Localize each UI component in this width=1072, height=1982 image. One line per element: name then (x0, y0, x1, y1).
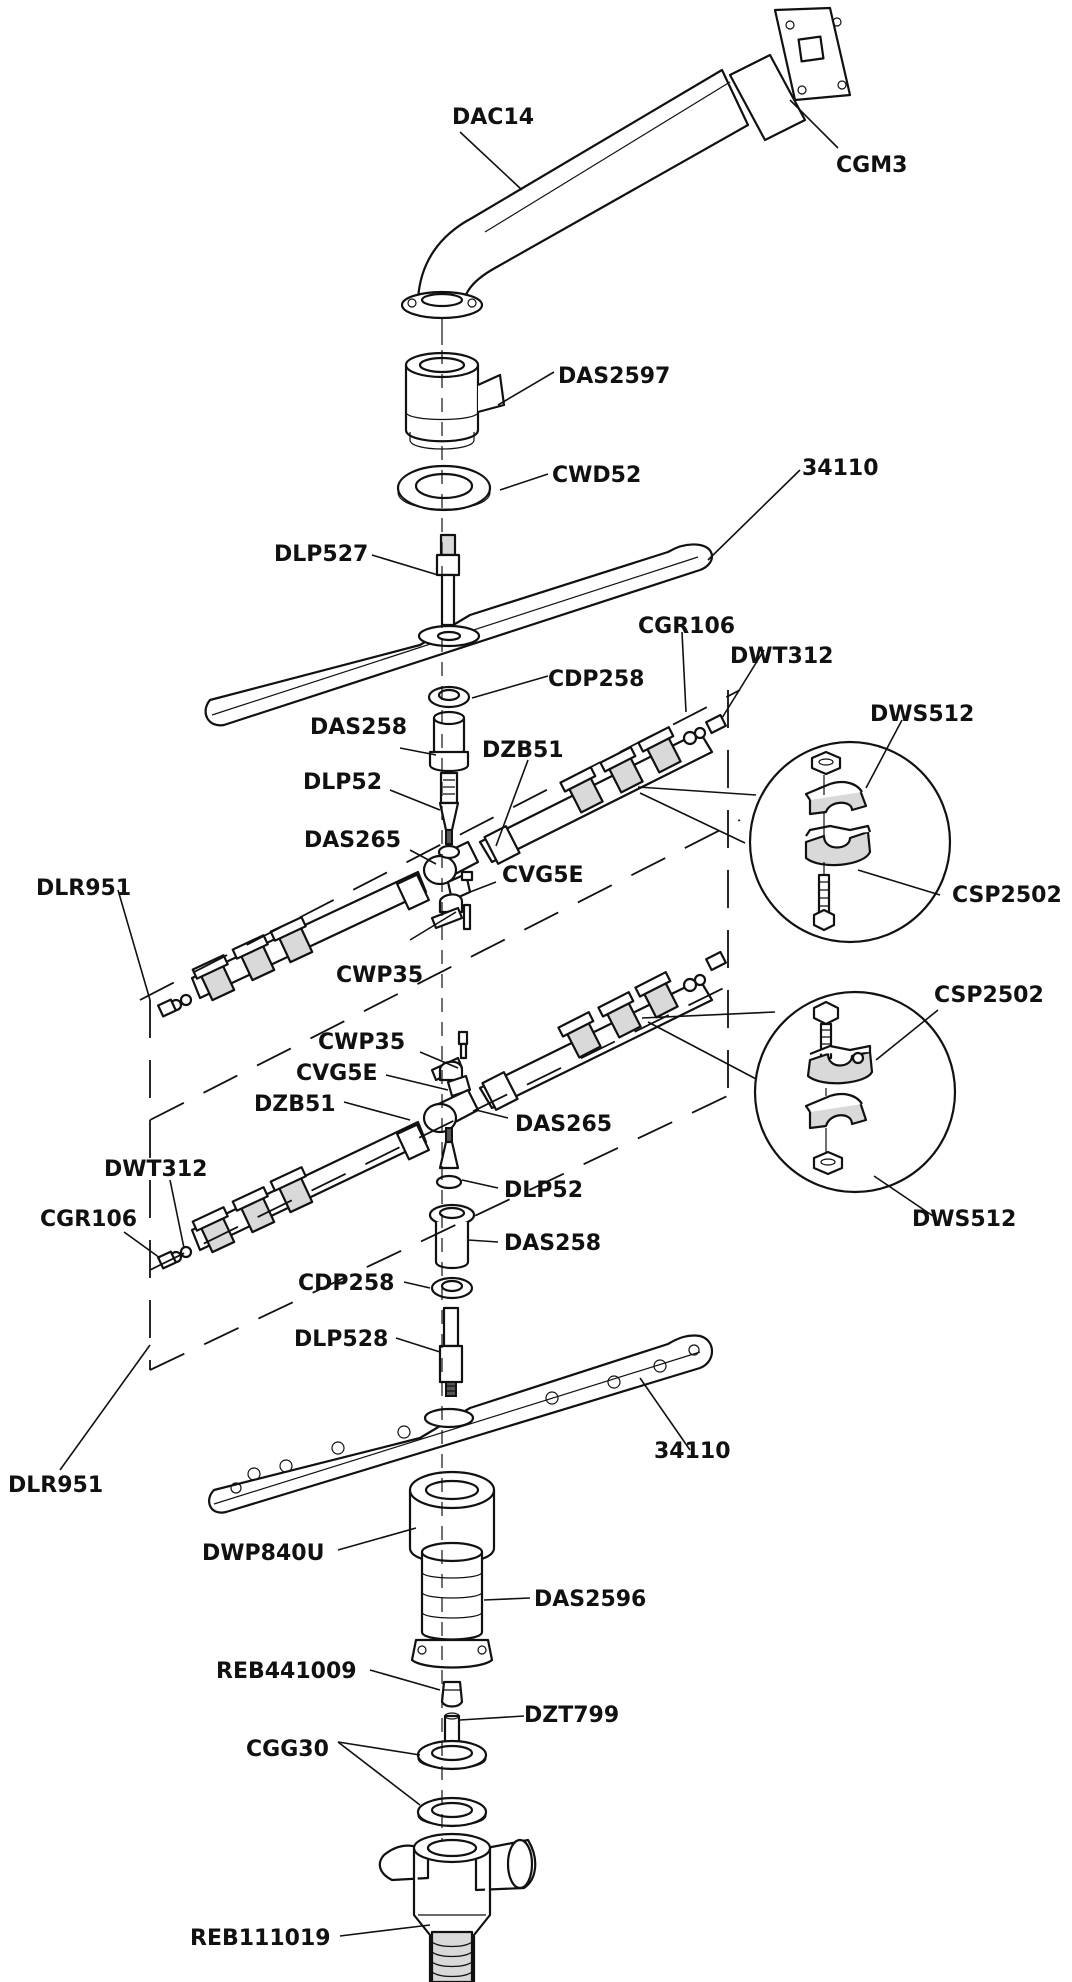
label-dlr951-lower: DLR951 (8, 1473, 103, 1498)
label-cvg5e-upper: CVG5E (502, 863, 584, 888)
label-dwt312-upper: DWT312 (730, 644, 833, 669)
part-labels: DAC14 CGM3 DAS2597 CWD52 34110 DLP527 CD… (8, 105, 1062, 1951)
shaft-dlp528 (438, 1306, 464, 1397)
label-cgr106-upper: CGR106 (638, 614, 735, 639)
lower-hub-fittings (428, 1203, 476, 1300)
upper-spray-arm (204, 543, 714, 727)
label-dzb51-upper: DZB51 (482, 738, 564, 763)
label-cgm3: CGM3 (836, 153, 907, 178)
label-dws512-upper: DWS512 (870, 702, 974, 727)
label-cdp258-lower: CDP258 (298, 1271, 394, 1296)
upper-detail-bubble (637, 740, 952, 944)
label-das265-upper: DAS265 (304, 828, 401, 853)
label-34110-lower: 34110 (654, 1439, 731, 1464)
upper-wash-arm-assembly (157, 713, 727, 1018)
label-reb111019: REB111019 (190, 1926, 331, 1951)
label-dwt312-lower: DWT312 (104, 1157, 207, 1182)
label-das258-lower: DAS258 (504, 1231, 601, 1256)
lower-spray-arm (208, 1334, 714, 1514)
label-cgr106-lower: CGR106 (40, 1207, 137, 1232)
lower-hub-stack (430, 1030, 472, 1098)
label-dlp52-upper: DLP52 (303, 770, 382, 795)
label-34110-upper: 34110 (802, 456, 879, 481)
manifold-reb111019 (378, 1832, 537, 1982)
housing-das2596 (410, 1541, 494, 1669)
label-reb441009: REB441009 (216, 1659, 357, 1684)
label-das265-lower: DAS265 (515, 1112, 612, 1137)
label-dzt799: DZT799 (524, 1703, 619, 1728)
label-cwp35-upper: CWP35 (336, 963, 423, 988)
label-das2596: DAS2596 (534, 1587, 646, 1612)
label-csp2502-upper: CSP2502 (952, 883, 1062, 908)
feed-pipe-dac14 (400, 6, 852, 320)
label-cwp35-lower: CWP35 (318, 1030, 405, 1055)
label-dwp840u: DWP840U (202, 1541, 324, 1566)
construction-lines (139, 350, 741, 1840)
label-dzb51-lower: DZB51 (254, 1092, 336, 1117)
label-dlp527: DLP527 (274, 542, 368, 567)
label-csp2502-lower: CSP2502 (934, 983, 1044, 1008)
gaskets-cgg30 (416, 1739, 488, 1828)
lower-detail-bubble (641, 990, 957, 1194)
label-dlr951-upper: DLR951 (36, 876, 131, 901)
label-cgg30: CGG30 (246, 1737, 329, 1762)
label-das2597: DAS2597 (558, 364, 670, 389)
leader-lines (59, 99, 941, 1937)
label-dac14: DAC14 (452, 105, 534, 130)
label-dlp528: DLP528 (294, 1327, 388, 1352)
nozzle-reb441009 (440, 1680, 464, 1708)
shaft-dlp527 (435, 533, 461, 627)
label-dlp52-lower: DLP52 (504, 1178, 583, 1203)
washer-cwd52 (396, 464, 492, 512)
label-cdp258-upper: CDP258 (548, 667, 644, 692)
label-cwd52: CWD52 (552, 463, 641, 488)
label-cvg5e-lower: CVG5E (296, 1061, 378, 1086)
label-das258-upper: DAS258 (310, 715, 407, 740)
label-dws512-lower: DWS512 (912, 1207, 1016, 1232)
housing-das2597 (404, 318, 506, 450)
upper-hub-stack (427, 685, 471, 845)
